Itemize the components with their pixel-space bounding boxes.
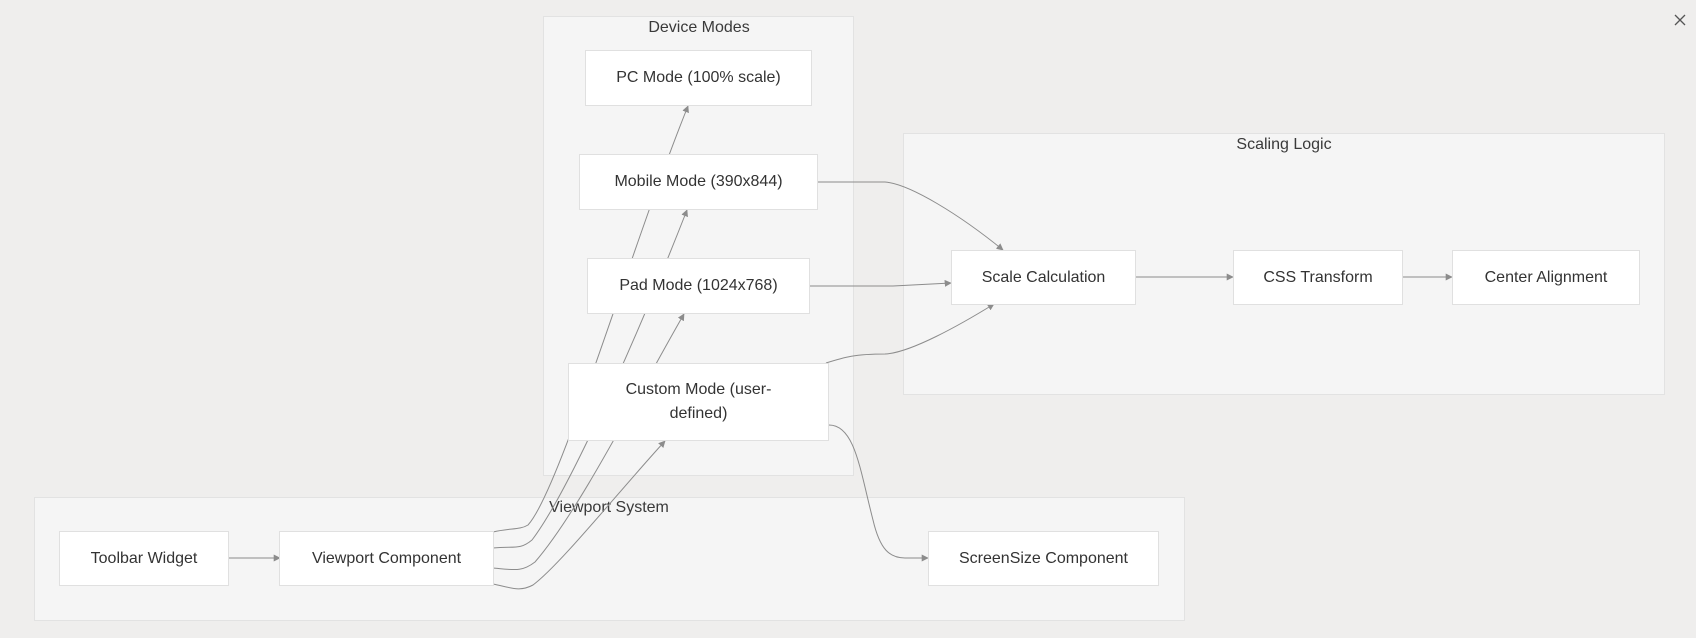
- cluster-label-viewport-system: Viewport System: [549, 499, 669, 516]
- node-label: Toolbar Widget: [90, 549, 198, 567]
- node-label-line2: defined): [669, 405, 728, 422]
- node-screensize-component[interactable]: ScreenSize Component: [928, 531, 1159, 586]
- cluster-label-device-modes: Device Modes: [648, 19, 750, 36]
- node-label: CSS Transform: [1263, 268, 1373, 286]
- node-label: Center Alignment: [1484, 268, 1608, 286]
- close-icon[interactable]: [1672, 12, 1688, 28]
- node-label: Mobile Mode (390x844): [614, 173, 783, 190]
- node-label: PC Mode (100% scale): [616, 69, 781, 86]
- node-pc-mode[interactable]: PC Mode (100% scale): [585, 50, 812, 106]
- node-label: ScreenSize Component: [959, 549, 1128, 567]
- node-label: Scale Calculation: [981, 268, 1106, 286]
- node-viewport-component[interactable]: Viewport Component: [279, 531, 494, 586]
- node-label: Pad Mode (1024x768): [619, 277, 778, 294]
- node-scale-calculation[interactable]: Scale Calculation: [951, 250, 1136, 305]
- node-center-alignment[interactable]: Center Alignment: [1452, 250, 1640, 305]
- node-custom-mode[interactable]: Custom Mode (user- defined): [568, 363, 829, 441]
- node-toolbar-widget[interactable]: Toolbar Widget: [59, 531, 229, 586]
- node-css-transform[interactable]: CSS Transform: [1233, 250, 1403, 305]
- node-mobile-mode[interactable]: Mobile Mode (390x844): [579, 154, 818, 210]
- node-label: Viewport Component: [311, 549, 462, 567]
- node-label-line1: Custom Mode (user-: [625, 381, 772, 398]
- node-pad-mode[interactable]: Pad Mode (1024x768): [587, 258, 810, 314]
- cluster-label-scaling-logic: Scaling Logic: [1236, 136, 1332, 153]
